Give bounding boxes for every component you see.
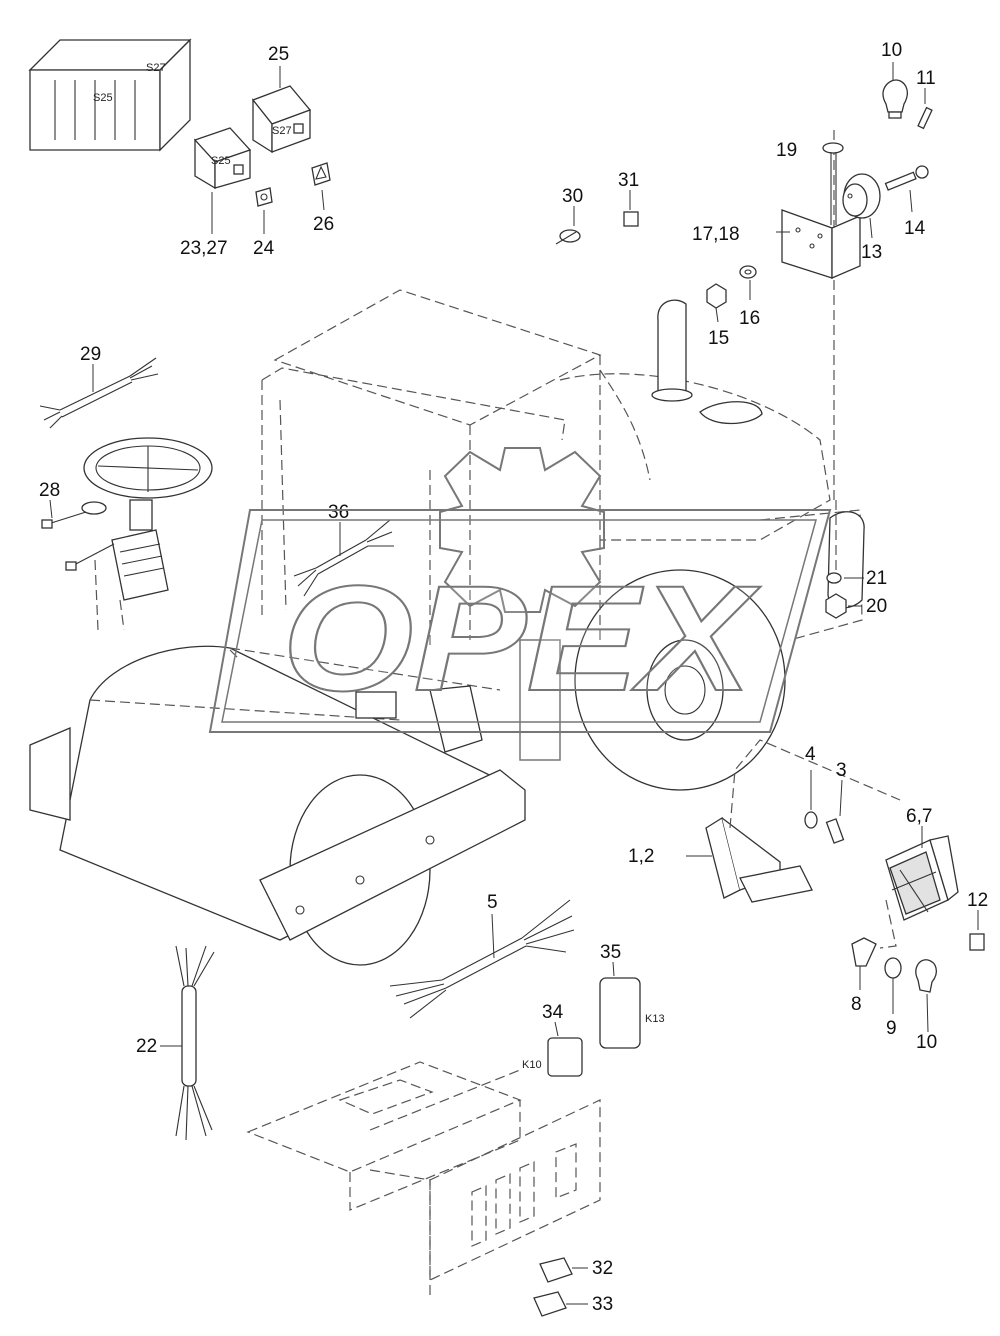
clip-31 (623, 211, 639, 227)
callout-3: 3 (836, 760, 847, 781)
watermark-logo: OPEX (208, 447, 832, 761)
callout-4: 4 (805, 744, 816, 765)
callout-30: 30 (562, 186, 583, 207)
bolt-19 (822, 142, 844, 225)
callout-9: 9 (886, 1018, 897, 1039)
callout-10-top: 10 (881, 40, 902, 61)
callout-28: 28 (39, 480, 60, 501)
lamp-bracket-1-2 (705, 739, 901, 903)
callout-25: 25 (268, 44, 289, 65)
callout-29: 29 (80, 344, 101, 365)
callout-21: 21 (866, 568, 887, 589)
callout-14: 14 (904, 218, 926, 239)
nut-21 (826, 572, 842, 584)
s27-switch-label: S27 (272, 125, 292, 137)
callout-24: 24 (253, 238, 275, 259)
callout-19: 19 (776, 140, 797, 161)
k13-label: K13 (645, 1013, 665, 1025)
fuse-32 (539, 1257, 573, 1283)
callout-12: 12 (967, 890, 988, 911)
callout-23-27: 23,27 (180, 238, 228, 259)
washer-16 (739, 265, 757, 279)
watermark-text: OPEX (282, 554, 761, 722)
s25-switch-label: S25 (211, 155, 231, 167)
steering-wheel (83, 437, 213, 601)
switch-panel: S25 S27 (28, 38, 192, 152)
nut-15 (706, 283, 727, 309)
cable-harness-22 (175, 945, 215, 1141)
symbol-inserts (255, 162, 331, 207)
callout-5: 5 (487, 892, 498, 913)
fuse-box (246, 1061, 601, 1300)
screw-14 (884, 165, 929, 191)
relay-k13: K13 (599, 977, 665, 1049)
connector-12 (969, 933, 985, 951)
roller-machine (29, 289, 865, 966)
callout-26: 26 (313, 214, 334, 235)
callout-16: 16 (739, 308, 760, 329)
connector-8 (851, 937, 877, 967)
bulb-11 (917, 106, 933, 130)
cable-harness-36 (293, 519, 394, 597)
callout-22: 22 (136, 1036, 157, 1057)
callout-17-18: 17,18 (692, 224, 740, 245)
callout-15: 15 (708, 328, 729, 349)
callout-34: 34 (542, 1002, 564, 1023)
sensor-28 (41, 501, 115, 571)
callout-1-2: 1,2 (628, 846, 654, 867)
cable-tie-30 (555, 229, 581, 245)
callout-10-bottom: 10 (916, 1032, 937, 1053)
callout-33: 33 (592, 1294, 613, 1315)
callout-8: 8 (851, 994, 862, 1015)
callout-32: 32 (592, 1258, 613, 1279)
callout-20: 20 (866, 596, 887, 617)
callout-13: 13 (861, 242, 882, 263)
callout-11: 11 (916, 68, 936, 89)
nut-4 (804, 811, 818, 829)
gear-icon (439, 447, 605, 761)
s27-panel-label: S27 (146, 62, 166, 74)
bulb-10-bottom (915, 959, 938, 993)
callout-36: 36 (328, 502, 349, 523)
bulb-9 (884, 957, 902, 979)
cable-harness-5 (389, 899, 575, 1019)
bulb-10-top (882, 79, 908, 119)
k10-label: K10 (522, 1059, 542, 1071)
fuse-33 (533, 1291, 567, 1317)
callout-35: 35 (600, 942, 621, 963)
cable-harness-29 (39, 357, 159, 429)
callout-labels: 1,2 3 4 5 6,7 8 9 10 10 11 12 13 14 15 1… (39, 40, 988, 1315)
nut-20 (825, 593, 847, 619)
relay-k10: K10 (522, 1037, 583, 1077)
rocker-switch-s27: S27 (251, 85, 312, 154)
rocker-switch-s25: S25 (193, 127, 252, 190)
callout-31: 31 (618, 170, 639, 191)
callout-6-7: 6,7 (906, 806, 932, 827)
work-lamp-6-7 (879, 835, 959, 949)
s25-panel-label: S25 (93, 92, 113, 104)
screw-3 (825, 818, 845, 844)
lamp-13 (842, 173, 881, 219)
bracket-17-18 (781, 209, 861, 279)
